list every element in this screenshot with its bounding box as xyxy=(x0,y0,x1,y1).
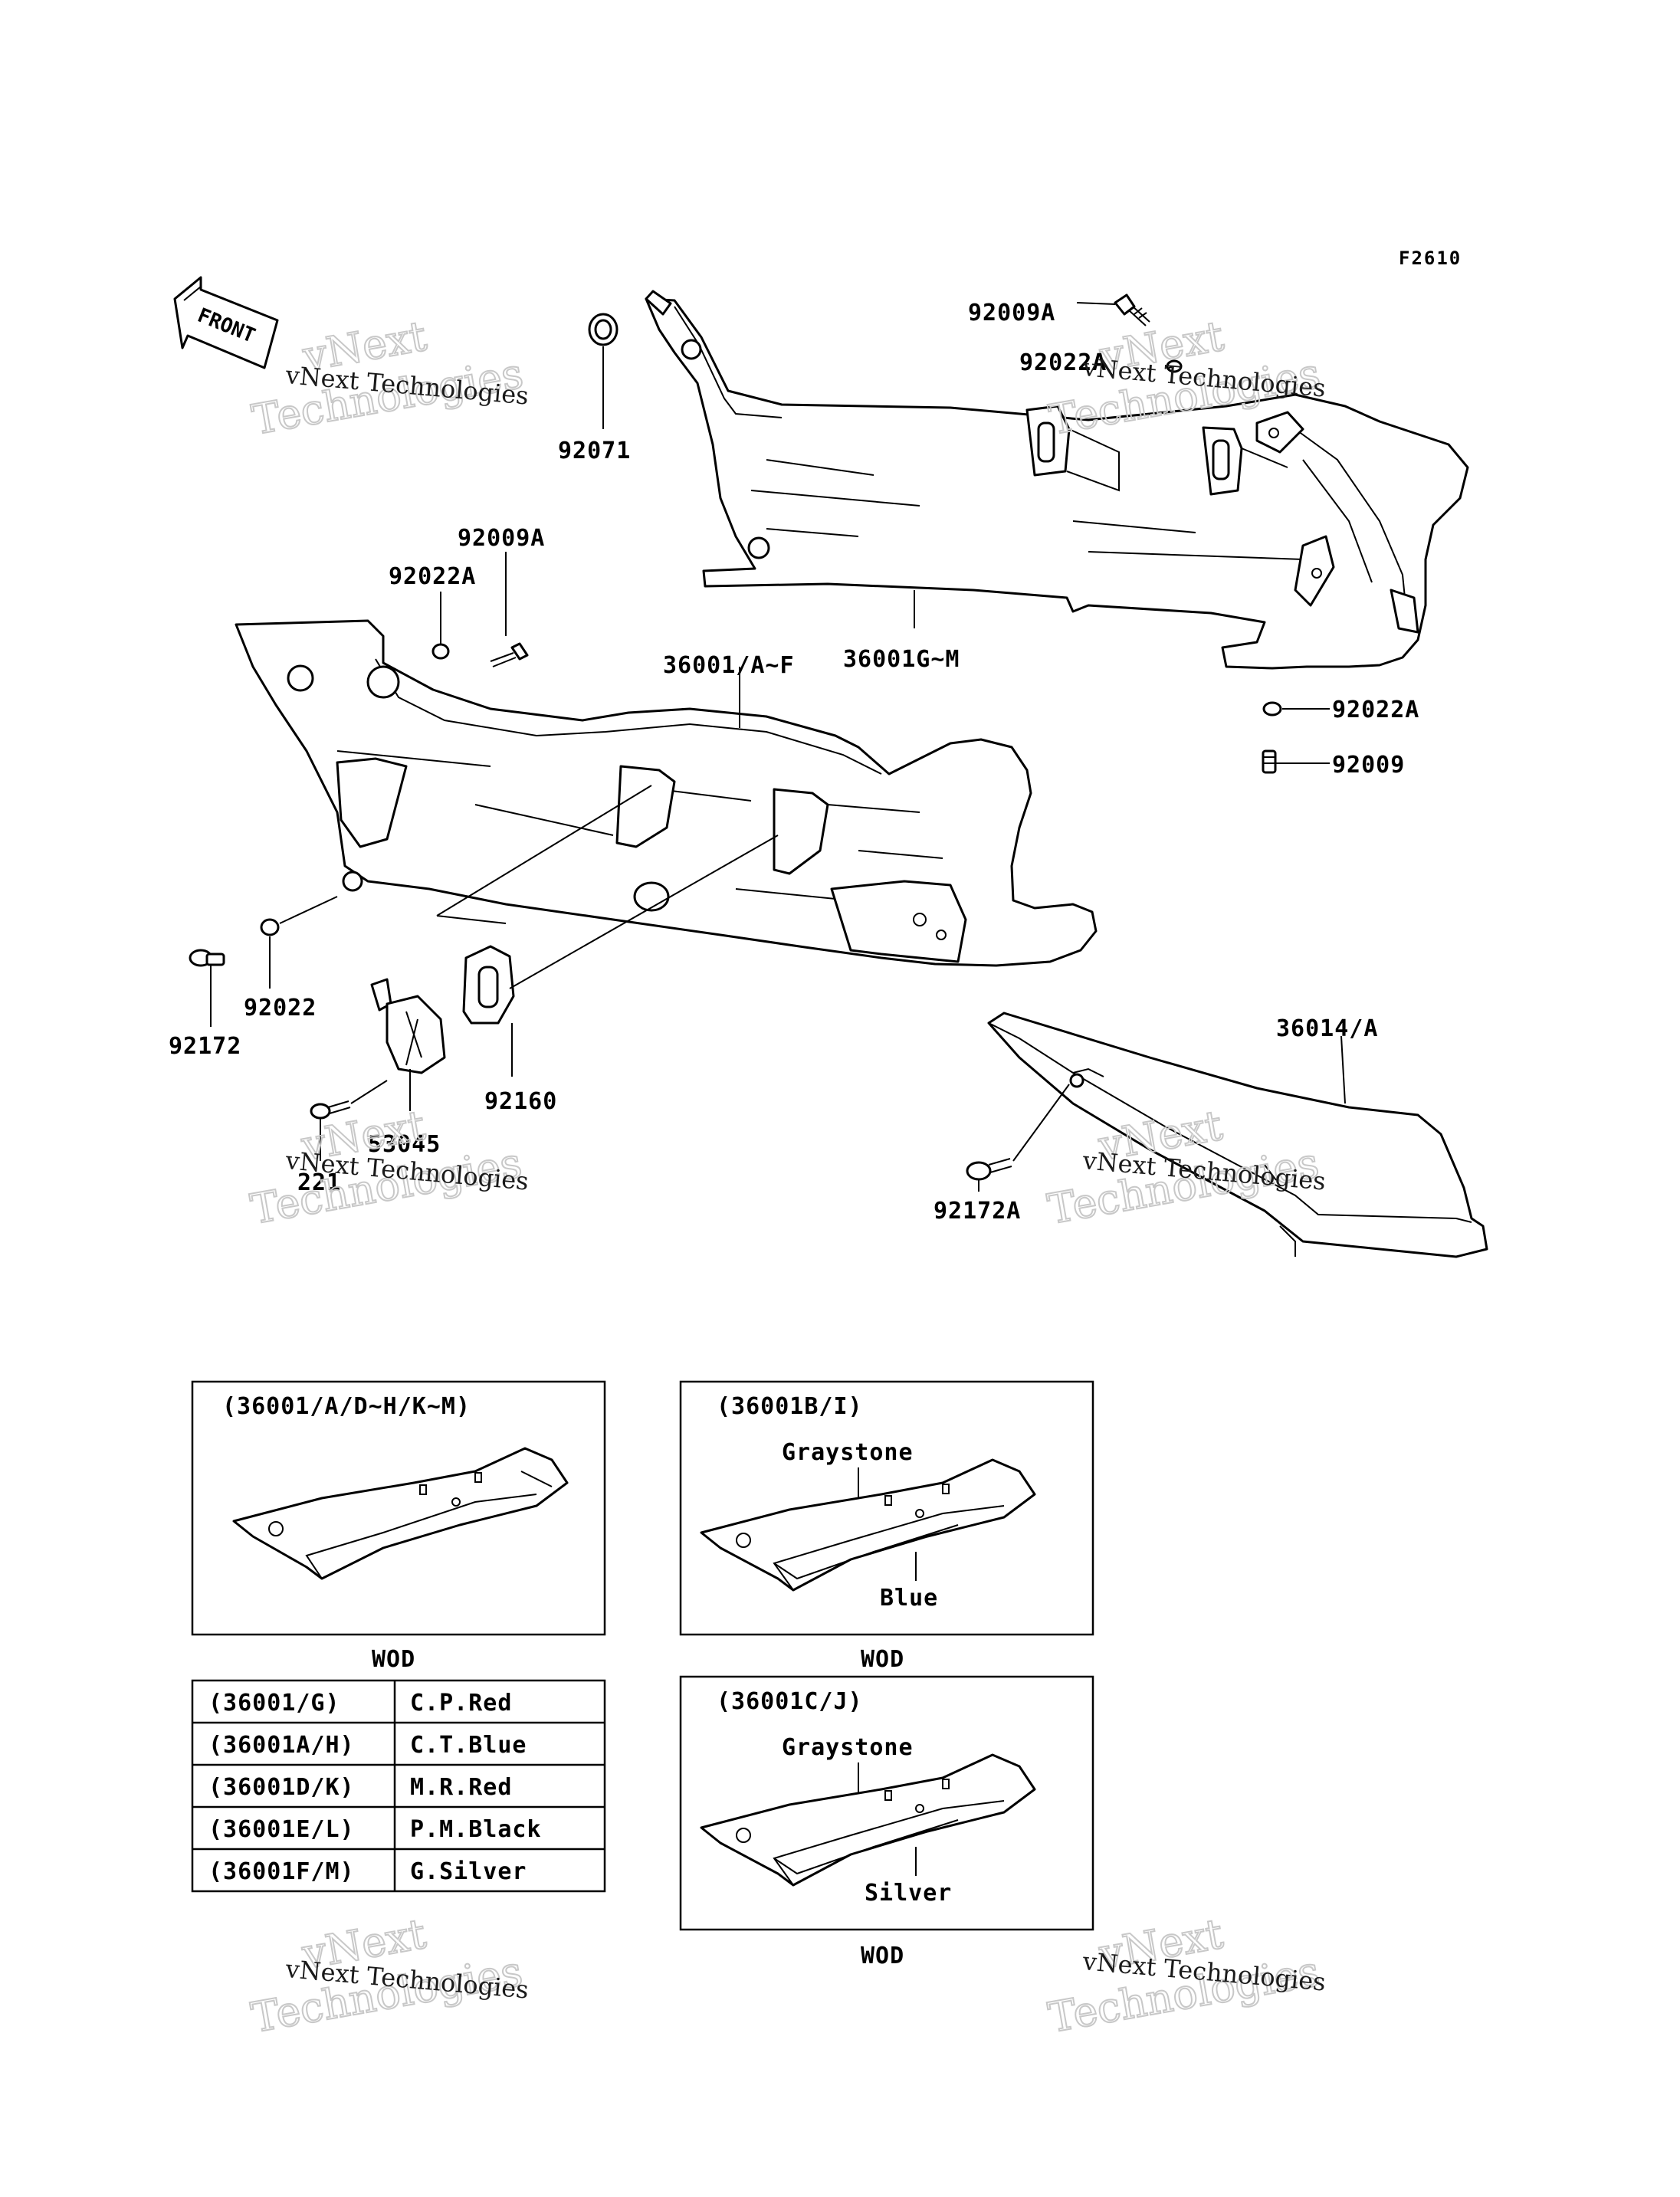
callout-92009A-top: 92009A xyxy=(968,300,1055,326)
callout-92022A-mid: 92022A xyxy=(389,563,476,590)
table-row-5-color: G.Silver xyxy=(410,1858,527,1885)
front-arrow-icon: FRONT xyxy=(173,276,279,369)
lower-cover-36014-part xyxy=(987,1012,1488,1258)
table-row-4-code: (36001E/L) xyxy=(208,1816,355,1843)
callout-36001G-M: 36001G~M xyxy=(843,646,960,673)
table-row-2-color: C.T.Blue xyxy=(410,1732,527,1759)
table-row-5-code: (36001F/M) xyxy=(208,1858,355,1885)
callout-53045: 53045 xyxy=(368,1131,441,1158)
clip-53045-icon xyxy=(370,978,446,1074)
washer-92022A-mid-icon xyxy=(431,643,450,660)
side-cover-lower-part xyxy=(235,619,1098,967)
callout-92022A-top: 92022A xyxy=(1019,349,1107,376)
inset-box-3-footer: WOD xyxy=(861,1943,904,1969)
figure-code: F2610 xyxy=(1399,248,1462,269)
screw-92172A-icon xyxy=(966,1158,1012,1181)
side-cover-upper-part xyxy=(645,290,1469,670)
leader-lines xyxy=(210,302,1346,1192)
callout-92172: 92172 xyxy=(169,1033,241,1060)
callout-92022: 92022 xyxy=(244,995,317,1021)
callout-36014A: 36014/A xyxy=(1276,1015,1378,1042)
inset-box-2: (36001B/I) Graystone Blue xyxy=(679,1380,1094,1636)
bolt-92009-icon xyxy=(1262,749,1277,774)
washer-92022-icon xyxy=(260,918,280,936)
table-row-3-color: M.R.Red xyxy=(410,1774,512,1801)
table-row-1-code: (36001/G) xyxy=(208,1690,340,1717)
callout-221: 221 xyxy=(297,1169,341,1196)
cover-thumbnail-2 xyxy=(700,1458,1036,1592)
screw-221-icon xyxy=(310,1100,351,1120)
inset-box-3-upper-label: Graystone xyxy=(782,1734,914,1761)
callout-92009: 92009 xyxy=(1332,752,1405,779)
callout-92009A-mid: 92009A xyxy=(458,525,545,552)
cover-thumbnail-1 xyxy=(232,1447,569,1580)
callout-92160: 92160 xyxy=(484,1088,557,1115)
screw-92172-icon xyxy=(189,949,225,967)
inset-box-3-lower-label: Silver xyxy=(865,1880,952,1907)
cover-thumbnail-3 xyxy=(700,1753,1036,1887)
inset-box-1: (36001/A/D~H/K~M) xyxy=(191,1380,606,1636)
grommet-92160-icon xyxy=(462,945,515,1025)
inset-box-3: (36001C/J) Graystone Silver xyxy=(679,1675,1094,1931)
inset-box-2-lower-label: Blue xyxy=(880,1585,938,1612)
callout-36001-A-F: 36001/A~F xyxy=(663,652,795,679)
table-row-1-color: C.P.Red xyxy=(410,1690,512,1717)
table-row-3-code: (36001D/K) xyxy=(208,1774,355,1801)
inset-box-1-title: (36001/A/D~H/K~M) xyxy=(222,1393,471,1420)
inset-box-3-title: (36001C/J) xyxy=(717,1688,863,1715)
color-table: (36001/G) C.P.Red (36001A/H) C.T.Blue (3… xyxy=(191,1679,606,1893)
inset-box-1-footer: WOD xyxy=(372,1646,415,1673)
table-row-2-code: (36001A/H) xyxy=(208,1732,355,1759)
washer-92022A-right-icon xyxy=(1262,701,1282,716)
inset-box-2-footer: WOD xyxy=(861,1646,904,1673)
bolt-92009A-mid-icon xyxy=(490,642,529,667)
callout-92022A-right: 92022A xyxy=(1332,697,1419,723)
inset-box-2-upper-label: Graystone xyxy=(782,1439,914,1466)
inset-box-2-title: (36001B/I) xyxy=(717,1393,863,1420)
bolt-92009A-top-icon xyxy=(1114,293,1150,326)
callout-92172A: 92172A xyxy=(934,1198,1021,1225)
table-row-4-color: P.M.Black xyxy=(410,1816,542,1843)
grommet-92071-icon xyxy=(588,313,619,346)
callout-92071: 92071 xyxy=(558,438,631,464)
